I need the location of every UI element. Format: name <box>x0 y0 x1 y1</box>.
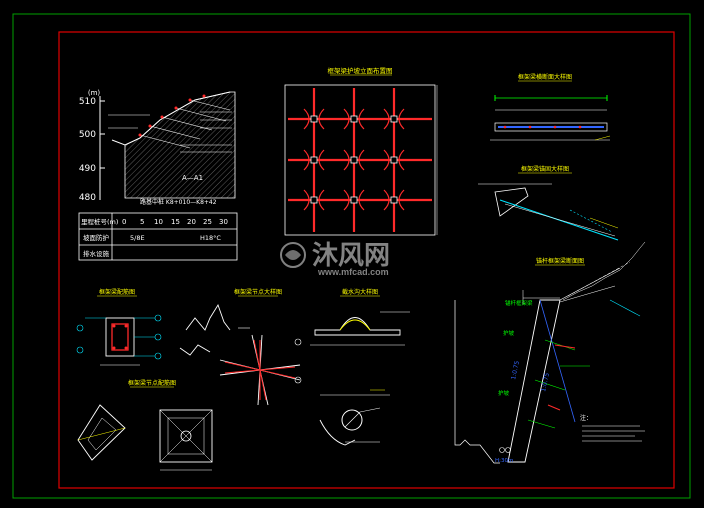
section-tag: A—A1 <box>182 174 203 182</box>
notes-title: 注： <box>580 414 592 422</box>
notes-lines <box>582 425 645 442</box>
grid-title: 框架梁护坡立面布置图 <box>328 66 393 75</box>
watermark-brand: 沐风网 <box>312 240 390 270</box>
elev-500: 500 <box>79 130 96 140</box>
detail-title-right-main: 锚杆框架梁断面图 <box>536 257 584 265</box>
rebar-section <box>76 314 162 366</box>
detail-title-b3: 截水沟大样图 <box>342 288 378 296</box>
table-cell-left: 5/8E <box>130 234 145 242</box>
table-row-header-3: 排水设施 <box>83 249 110 258</box>
detail-title-tr1: 框架梁横断面大样图 <box>518 73 572 81</box>
slope-section <box>454 241 646 464</box>
right-label-2: 护坡 <box>503 329 515 337</box>
right-label-1: 锚杆框架梁 <box>505 299 533 307</box>
watermark: 沐风网 www.mfcad.com <box>280 240 390 277</box>
square-plate <box>159 409 213 471</box>
scale-0: 0 <box>122 218 126 226</box>
detail-title-b2: 框架梁节点大样图 <box>234 288 282 296</box>
slope-line <box>111 91 231 146</box>
table-cell-right: H18°C <box>200 234 221 242</box>
scale-15: 15 <box>171 218 180 226</box>
node-detail <box>179 303 302 406</box>
anchor-detail <box>478 183 619 241</box>
detail-title-b1: 框架梁配筋图 <box>99 288 135 296</box>
scale-20: 20 <box>187 218 196 226</box>
detail-title-b4: 框架梁节点配筋图 <box>128 379 176 387</box>
detail-title-tr2: 框架梁锚固大样图 <box>521 165 569 173</box>
triangle-plate <box>77 404 126 461</box>
outer-frame <box>12 13 691 499</box>
table-row-header-1: 里程桩号(m) <box>81 217 118 226</box>
elev-490: 490 <box>79 164 96 174</box>
scale-values: 0 5 10 15 20 25 30 <box>122 218 228 226</box>
table-row-header-2: 坡面防护 <box>83 233 109 242</box>
scale-5: 5 <box>140 218 144 226</box>
scale-10: 10 <box>154 218 163 226</box>
watermark-url: www.mfcad.com <box>317 267 389 277</box>
scale-table <box>78 212 238 261</box>
mileage-label: 路基中桩 K8+010—K8+42 <box>140 198 217 206</box>
scale-25: 25 <box>203 218 212 226</box>
section-profile: (m) 510 500 490 480 <box>79 89 236 206</box>
beam-cross-section <box>490 95 611 141</box>
base-label: H:30m <box>495 458 513 464</box>
right-label-3: 护坡 <box>498 389 510 397</box>
scale-30: 30 <box>219 218 228 226</box>
axis-unit: (m) <box>88 89 101 97</box>
slope-ratio-2: 1:0.75 <box>540 372 551 392</box>
pipe-detail <box>319 389 390 446</box>
watermark-logo-icon <box>280 242 306 268</box>
elev-510: 510 <box>79 97 96 107</box>
slope-ratio-1: 1:0.75 <box>510 360 521 380</box>
drain-ditch <box>310 311 410 346</box>
frame-beam-grid <box>284 84 438 236</box>
elev-480: 480 <box>79 193 96 203</box>
inner-frame <box>58 31 675 489</box>
